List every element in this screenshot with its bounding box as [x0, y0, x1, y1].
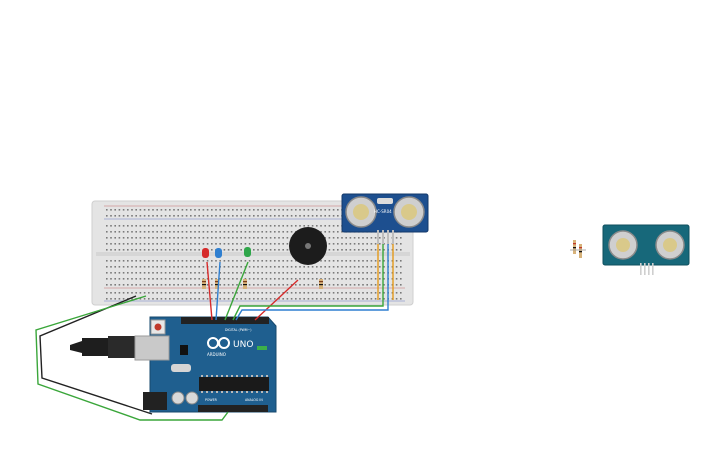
power-jack: [143, 392, 167, 410]
arduino-logo: [207, 337, 230, 349]
wire-red-led: [206, 261, 213, 321]
resistor-1[interactable]: [202, 279, 206, 289]
resistor-4[interactable]: [319, 279, 323, 289]
transducer-left-mesh: [353, 204, 369, 220]
sensor-crystal: [377, 198, 393, 204]
crystal: [171, 364, 191, 372]
transducer-right-2-mesh: [663, 238, 677, 252]
chip-pins: [201, 375, 268, 393]
wire-sensor-blue: [235, 244, 389, 321]
breadboard-center-gap: [96, 252, 410, 256]
analog-pins-label: ANALOG IN: [245, 398, 263, 402]
on-led: [257, 346, 267, 350]
green-led[interactable]: [244, 247, 251, 257]
wires: [35, 244, 394, 421]
resistor-3[interactable]: [243, 279, 247, 289]
breadboard[interactable]: [91, 200, 414, 306]
atmega-chip: [199, 377, 269, 391]
wire-green-led: [224, 261, 249, 321]
capacitor-1: [171, 391, 185, 405]
red-led[interactable]: [202, 248, 209, 258]
wire-ground-black: [39, 295, 153, 415]
breadboard-rail-bottom: [104, 287, 405, 302]
uno-label: UNO: [233, 340, 253, 350]
capacitor-2: [185, 391, 199, 405]
usb-port: [134, 335, 170, 361]
arduino-uno[interactable]: UNO ARDUINO DIGITAL (PWM~) ANALOG IN POW…: [70, 316, 277, 413]
arduino-brand-label: ARDUINO: [207, 352, 226, 357]
resistor-2[interactable]: [215, 279, 219, 289]
digital-header: [181, 317, 269, 324]
hc-sr04-sensor[interactable]: HC-SR04: [341, 193, 429, 244]
wire-5v-green: [35, 295, 229, 421]
usb-cable: [70, 336, 136, 358]
sensor-pins: [377, 230, 394, 244]
reset-button-cap: [154, 323, 162, 331]
wire-sensor-green: [232, 244, 384, 321]
transducer-right-mesh: [401, 204, 417, 220]
wire-blue-led: [215, 261, 221, 321]
sensor-label: HC-SR04: [374, 209, 392, 214]
ultrasonic-sensor-unplaced[interactable]: [602, 224, 690, 275]
loose-resistors[interactable]: [570, 240, 586, 258]
digital-pins-label: DIGITAL (PWM~): [225, 328, 251, 332]
power-pins-label: POWER: [205, 398, 218, 402]
piezo-buzzer[interactable]: [289, 227, 327, 265]
power-analog-header: [198, 405, 268, 412]
small-ic: [180, 345, 188, 355]
wire-buzzer: [254, 279, 299, 321]
transducer-left-2-mesh: [616, 238, 630, 252]
blue-led[interactable]: [215, 248, 222, 258]
sensor-2-pins: [640, 263, 654, 275]
